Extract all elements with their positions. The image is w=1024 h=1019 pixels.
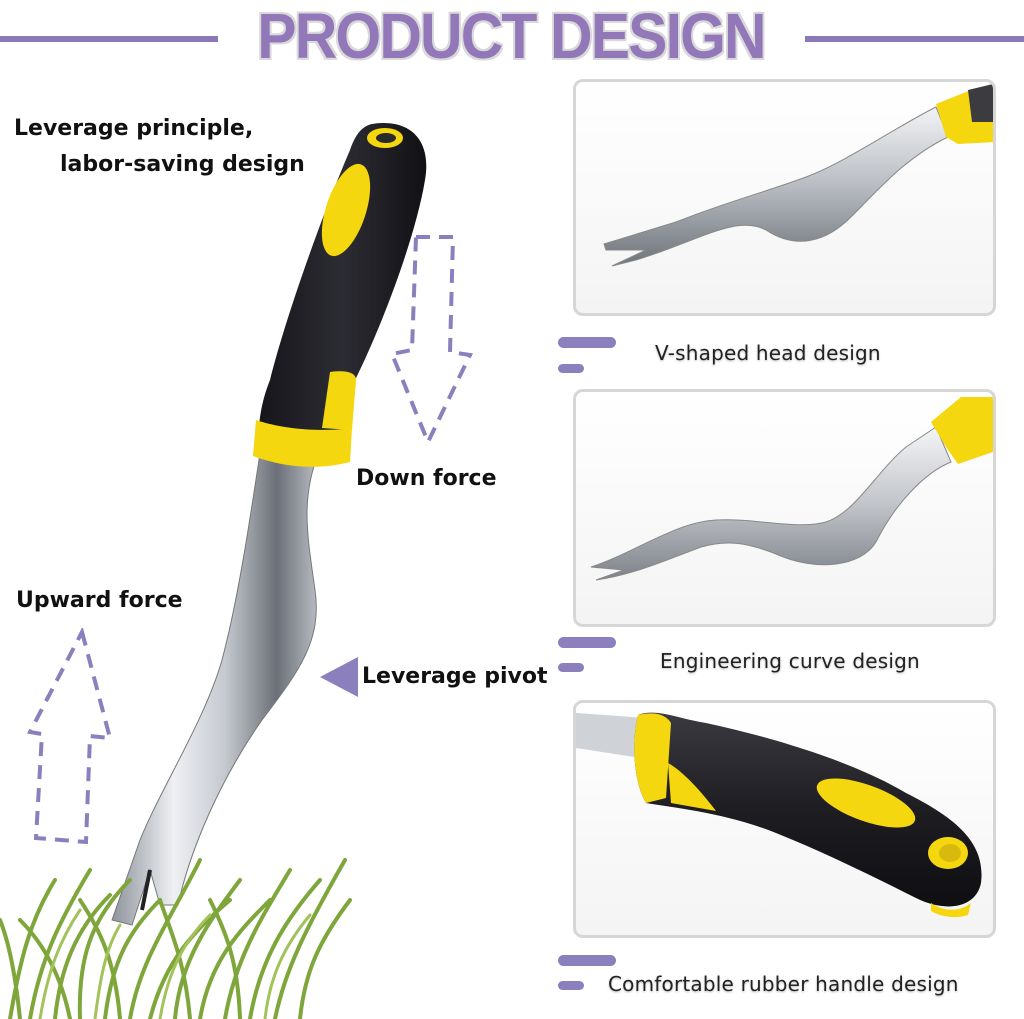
feature-caption-3: Comfortable rubber handle design [608,972,959,996]
upward-force-label: Upward force [16,588,183,613]
caption-bar-bottom-1 [558,364,584,373]
title-line-left [0,36,218,42]
pivot-triangle-icon [320,655,360,699]
rubber-handle-image [576,712,982,918]
headline-line-2: labor-saving design [60,152,305,177]
page-title: PRODUCT DESIGN [257,0,766,72]
leverage-pivot-label: Leverage pivot [362,664,548,689]
feature-caption-1: V-shaped head design [655,341,881,365]
caption-bar-bottom-2 [558,663,584,672]
down-arrow-dashed-icon [388,232,478,452]
headline-line-1: Leverage principle, [14,116,254,141]
feature-card-engineering-curve [573,389,996,627]
down-force-label: Down force [356,466,497,491]
title-line-right [805,36,1024,42]
feature-card-rubber-handle [573,700,996,938]
feature-caption-2: Engineering curve design [660,649,920,673]
caption-bar-top-3 [558,955,616,966]
up-arrow-dashed-icon [26,628,116,848]
main-weeder-tool-image [0,110,560,1019]
caption-bar-top-1 [558,337,616,348]
v-shaped-head-image [603,84,993,267]
caption-bar-bottom-3 [558,981,584,990]
caption-bar-top-2 [558,637,616,648]
feature-card-v-shaped-head [573,79,996,316]
engineering-curve-image [590,397,993,581]
